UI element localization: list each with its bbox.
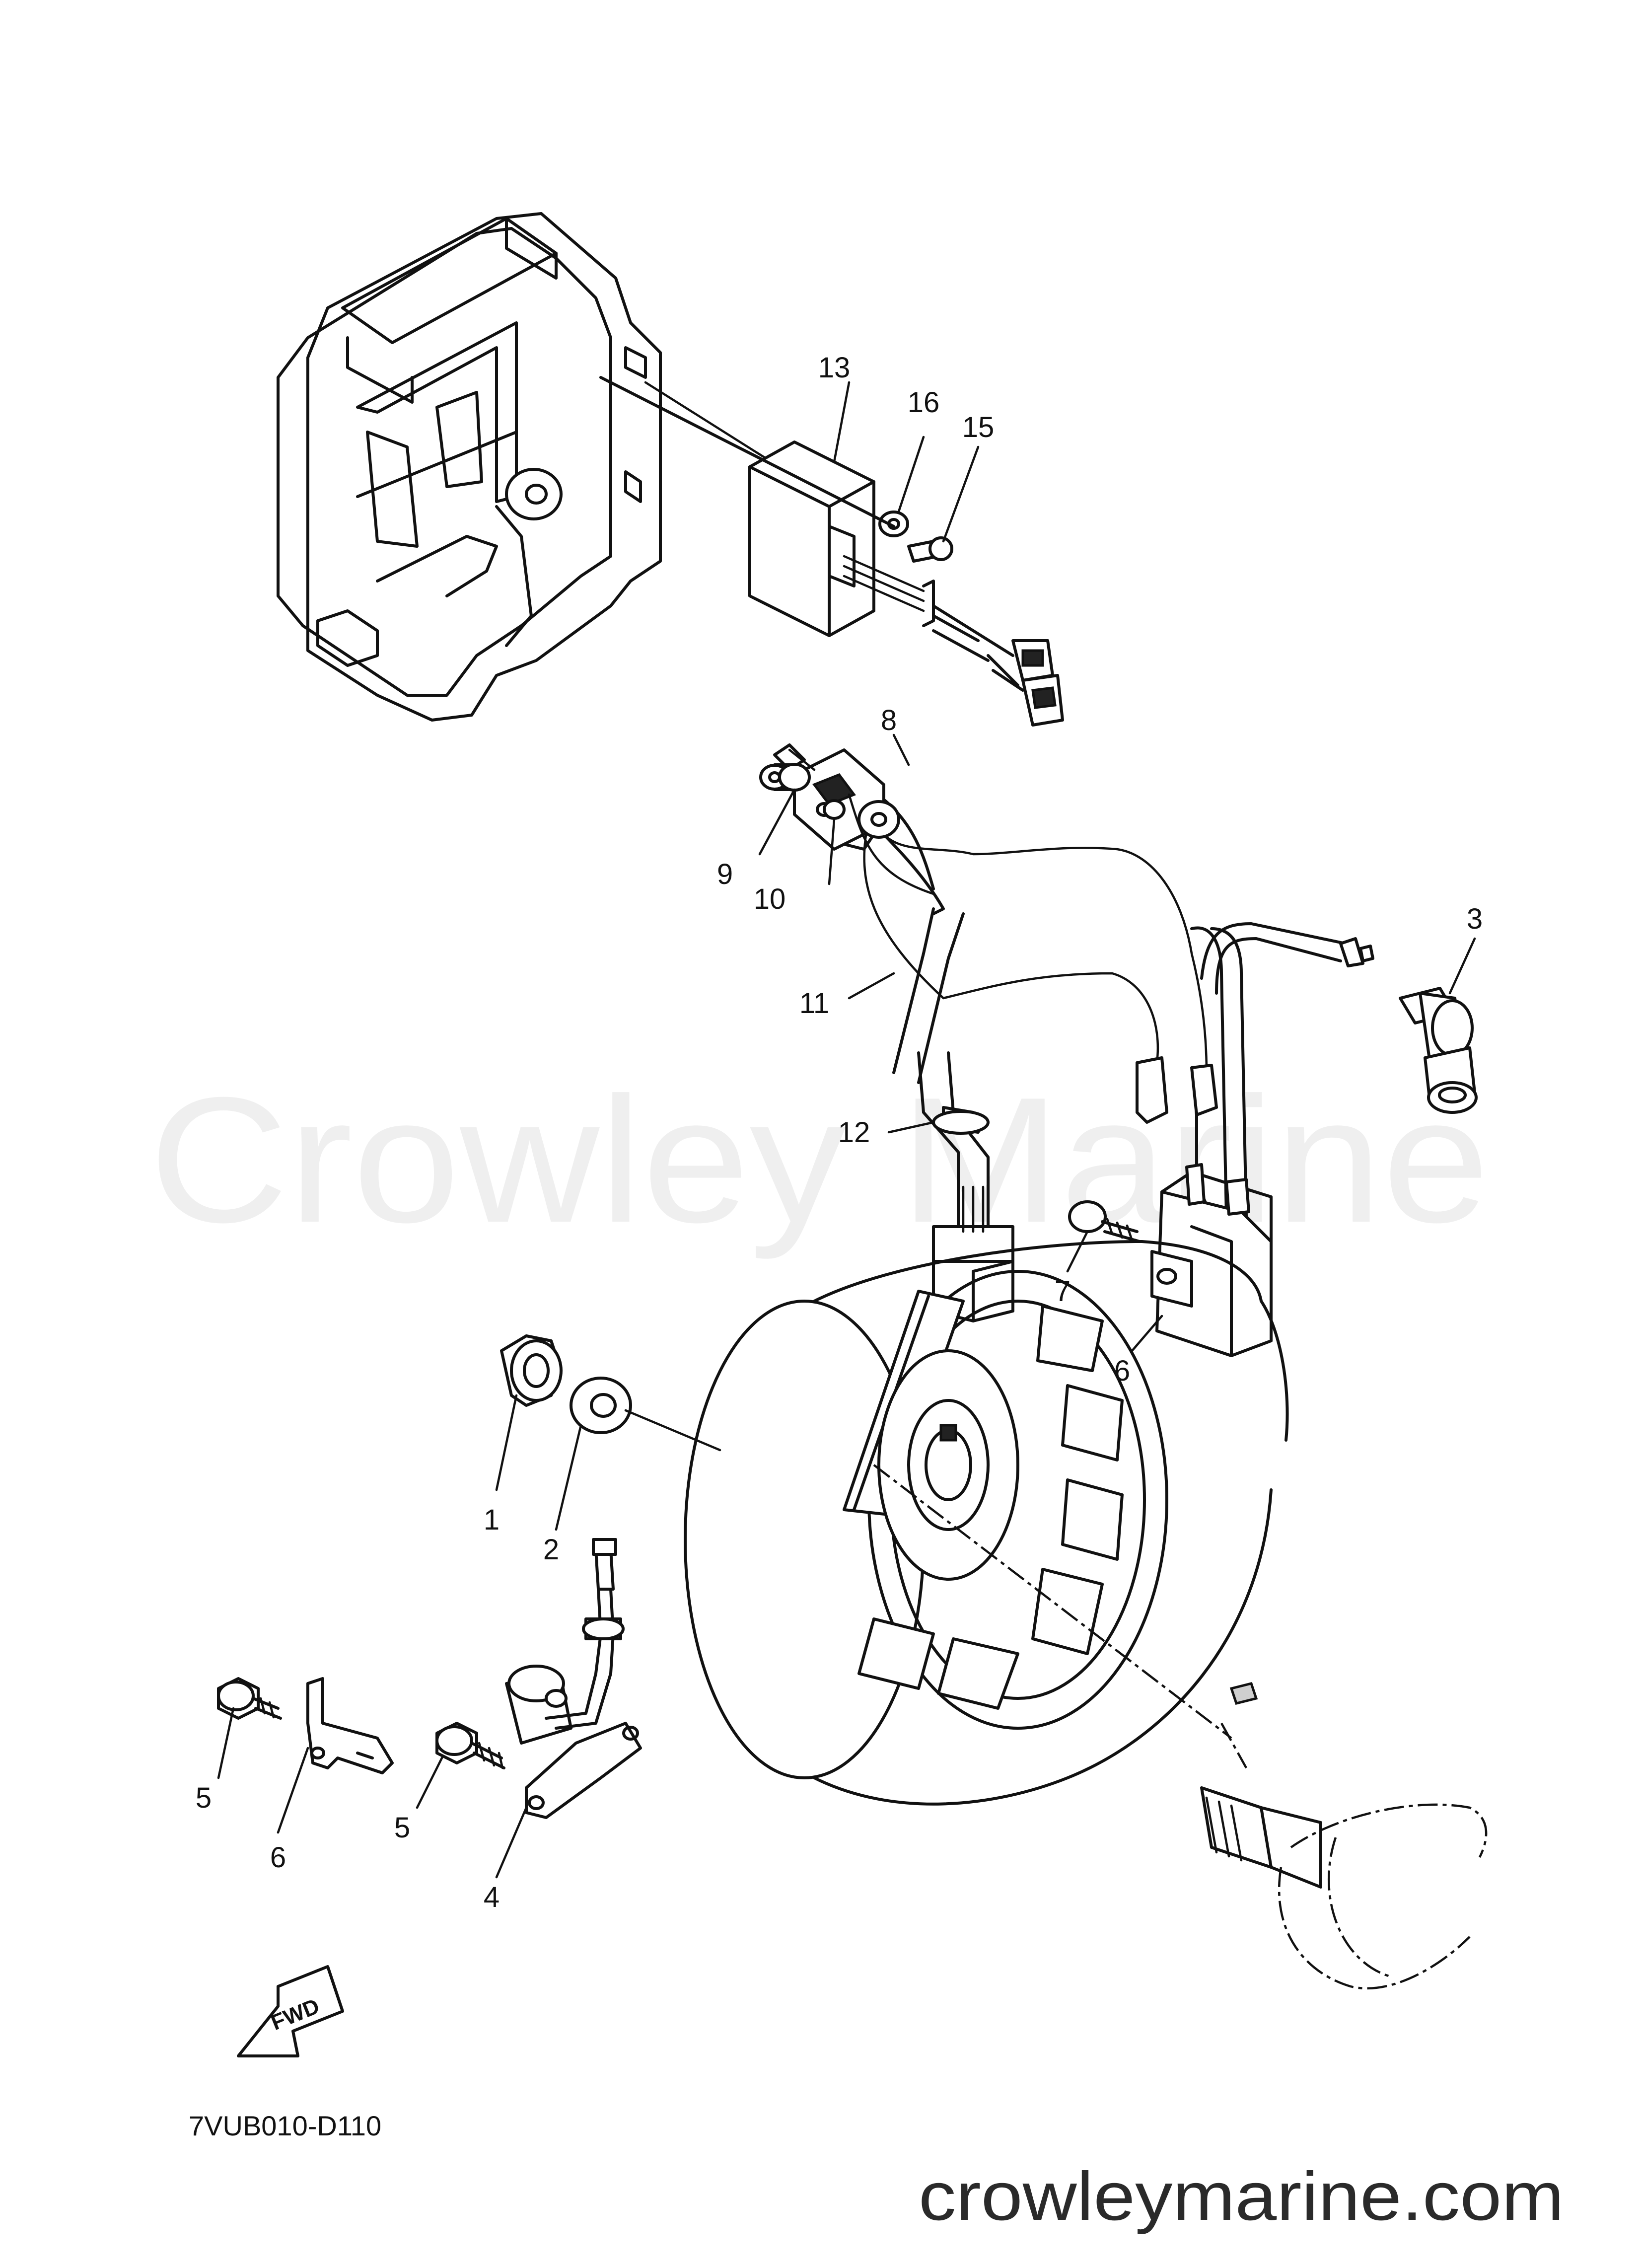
- part-label-16: 16: [908, 386, 940, 419]
- part-label-3: 3: [1467, 903, 1483, 935]
- site-url: crowleymarine.com: [919, 2158, 1564, 2235]
- part-label-12: 11: [799, 987, 829, 1020]
- part-label-14: 13: [818, 352, 851, 384]
- bracket-6: [306, 1677, 394, 1774]
- cdi-unit: [599, 376, 1064, 727]
- part-label-5-right: 5: [394, 1812, 410, 1844]
- charge-coil: [505, 1538, 642, 1819]
- ignition-coil: [1068, 922, 1374, 1357]
- leader-lines: [217, 381, 1476, 1879]
- bolt-5-right: [435, 1722, 505, 1769]
- fwd-arrow-icon: FWD: [237, 1965, 344, 2057]
- part-label-4: 4: [484, 1881, 500, 1913]
- part-label-13: 12: [838, 1116, 870, 1149]
- part-label-15: 15: [962, 411, 995, 443]
- part-label-2: 2: [543, 1534, 559, 1566]
- flywheel-cover: [277, 212, 662, 722]
- part-label-1: 1: [484, 1504, 500, 1536]
- diagram-code: 7VUB010-D110: [189, 2110, 381, 2141]
- part-label-11: 10: [754, 883, 786, 915]
- part-label-5-left: 5: [196, 1782, 212, 1814]
- watermark-text: Crowley Marine: [149, 1060, 1490, 1261]
- part-label-8: 7: [1055, 1275, 1071, 1308]
- crankshaft: [1200, 1682, 1488, 1990]
- flywheel-washer: [570, 1377, 721, 1452]
- bolt-5-left: [217, 1677, 282, 1720]
- part-labels: 13 16 15 8 9 10 11 12 3 7 6 1 2 5 6 5 4: [196, 352, 1483, 1913]
- part-label-9: 8: [881, 704, 897, 736]
- screw-10: [778, 763, 811, 792]
- part-label-10: 9: [717, 858, 733, 890]
- pulser-coil: [759, 743, 1218, 1124]
- spark-plug-cap: [1399, 987, 1478, 1114]
- flywheel-nut: [500, 1334, 563, 1407]
- flywheel-rotor: [684, 1240, 1289, 1806]
- part-label-7: 6: [1114, 1355, 1130, 1387]
- part-label-6: 6: [270, 1841, 286, 1874]
